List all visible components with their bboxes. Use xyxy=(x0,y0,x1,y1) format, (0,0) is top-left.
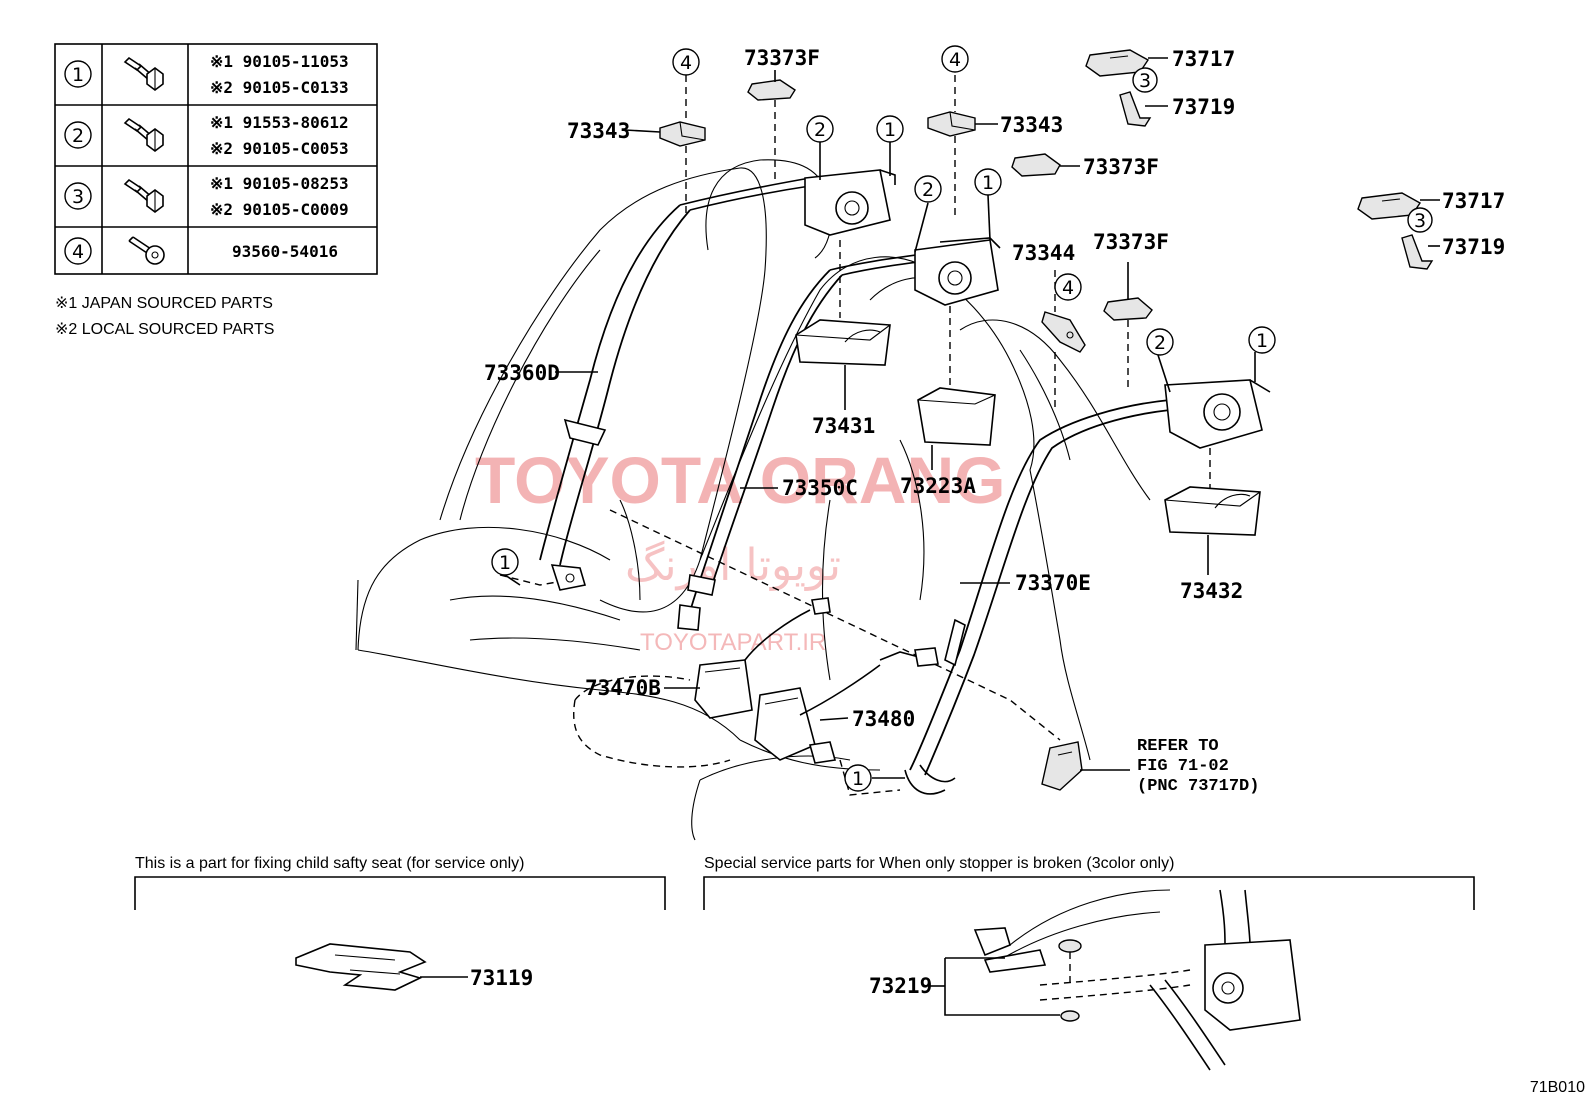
stopper-panel: Special service parts for When only stop… xyxy=(703,855,1475,1071)
legend-num-2: 2 xyxy=(72,125,84,147)
label-73432: 73432 xyxy=(1180,579,1243,603)
legend-part-3b: ※2 90105-C0009 xyxy=(210,200,349,219)
clip-icon xyxy=(128,236,165,265)
callout-4: 4 xyxy=(680,52,692,74)
label-73219: 73219 xyxy=(869,974,932,998)
label-73431: 73431 xyxy=(812,414,875,438)
bolt-icon xyxy=(123,56,164,91)
callout-1: 1 xyxy=(852,768,864,790)
label-73717-right: 73717 xyxy=(1442,189,1505,213)
child-seat-panel: This is a part for fixing child safty se… xyxy=(134,855,666,991)
fastener-legend-table: 1 ※1 90105-11053 ※2 90105-C0133 2 xyxy=(54,43,378,275)
label-73719-top: 73719 xyxy=(1172,95,1235,119)
holder-73719-top xyxy=(1119,91,1152,127)
callout-4: 4 xyxy=(1062,277,1074,299)
buckle-73480 xyxy=(754,647,939,764)
callout-2: 2 xyxy=(814,119,826,141)
rear-seat-outline xyxy=(355,159,1151,841)
stopper-caption: Special service parts for When only stop… xyxy=(704,855,1174,872)
callout-circles: 4 2 1 4 3 2 1 3 4 2 1 1 1 xyxy=(491,45,1433,792)
cap-73373F-top xyxy=(747,79,796,101)
callout-4: 4 xyxy=(949,49,961,71)
legend-num-3: 3 xyxy=(72,186,84,208)
cap-73343-right xyxy=(927,111,976,137)
cap-73373F-mid xyxy=(1011,153,1061,177)
legend-num-4: 4 xyxy=(72,241,84,263)
label-73223A: 73223A xyxy=(900,474,976,498)
leader-lines xyxy=(504,57,1440,779)
retractor-left xyxy=(804,169,896,236)
label-73717-top: 73717 xyxy=(1172,47,1235,71)
retractor-right xyxy=(1164,379,1271,449)
part-labels: 73343 73373F 73343 73717 73719 73373F 73… xyxy=(484,46,1505,796)
watermark-site: TOYOTAPART.IR xyxy=(640,629,826,656)
label-73344: 73344 xyxy=(1012,241,1075,265)
label-73343-right: 73343 xyxy=(1000,113,1063,137)
holder-73719-right xyxy=(1401,234,1434,270)
cap-73373F-low xyxy=(1103,297,1153,321)
callout-1: 1 xyxy=(982,172,994,194)
watermark-persian: تویوتا اورنگ xyxy=(625,540,841,591)
legend-row-2: 2 ※1 91553-80612 ※2 90105-C0053 xyxy=(64,113,349,158)
label-73373F-top: 73373F xyxy=(744,46,820,70)
cover-73431 xyxy=(795,319,891,366)
stopper-illustration xyxy=(973,889,1301,1071)
belt-73370E xyxy=(904,399,1171,795)
belt-73360D xyxy=(539,177,811,591)
child-seat-anchor-plate xyxy=(295,943,427,991)
legend-row-4: 4 93560-54016 xyxy=(64,236,338,265)
callout-3: 3 xyxy=(1414,210,1426,232)
retractor-center xyxy=(914,237,1001,306)
callout-2: 2 xyxy=(922,179,934,201)
label-73119: 73119 xyxy=(470,966,533,990)
label-73373F-low: 73373F xyxy=(1093,230,1169,254)
legend-part-4: 93560-54016 xyxy=(232,242,338,261)
cap-73343-left xyxy=(659,121,706,147)
refer-line-2: FIG 71-02 xyxy=(1137,757,1229,776)
label-73343-left: 73343 xyxy=(567,119,630,143)
callout-3: 3 xyxy=(1139,70,1151,92)
label-73350C: 73350C xyxy=(782,476,858,500)
legend-part-1b: ※2 90105-C0133 xyxy=(210,78,349,97)
legend-part-2b: ※2 90105-C0053 xyxy=(210,139,349,158)
legend-part-2a: ※1 91553-80612 xyxy=(210,113,349,132)
legend-row-3: 3 ※1 90105-08253 ※2 90105-C0009 xyxy=(64,174,349,219)
cover-73223A xyxy=(917,387,996,446)
label-73370E: 73370E xyxy=(1015,571,1091,595)
legend-num-1: 1 xyxy=(72,64,84,86)
legend-part-1a: ※1 90105-11053 xyxy=(210,52,349,71)
refer-line-1: REFER TO xyxy=(1137,737,1219,756)
note-local-sourced: ※2 LOCAL SOURCED PARTS xyxy=(55,321,274,338)
legend-part-3a: ※1 90105-08253 xyxy=(210,174,349,193)
bolt-icon xyxy=(123,178,164,213)
label-73470B: 73470B xyxy=(585,676,661,700)
callout-1: 1 xyxy=(499,552,511,574)
figure-code: 71B010 xyxy=(1530,1079,1585,1096)
note-japan-sourced: ※1 JAPAN SOURCED PARTS xyxy=(55,295,273,312)
bracket-73344 xyxy=(1041,311,1086,353)
callout-2: 2 xyxy=(1154,332,1166,354)
label-73719-right: 73719 xyxy=(1442,235,1505,259)
callout-1: 1 xyxy=(1256,330,1268,352)
label-73373F-mid: 73373F xyxy=(1083,155,1159,179)
label-73360D: 73360D xyxy=(484,361,560,385)
callout-1: 1 xyxy=(884,119,896,141)
buckle-73470B xyxy=(694,597,831,719)
refer-line-3: (PNC 73717D) xyxy=(1137,777,1259,796)
label-73480: 73480 xyxy=(852,707,915,731)
cover-73432 xyxy=(1164,486,1261,536)
bolt-icon xyxy=(123,117,164,152)
pnc-73717D xyxy=(1041,741,1083,791)
child-seat-caption: This is a part for fixing child safty se… xyxy=(135,855,524,872)
legend-row-1: 1 ※1 90105-11053 ※2 90105-C0133 xyxy=(64,52,349,97)
